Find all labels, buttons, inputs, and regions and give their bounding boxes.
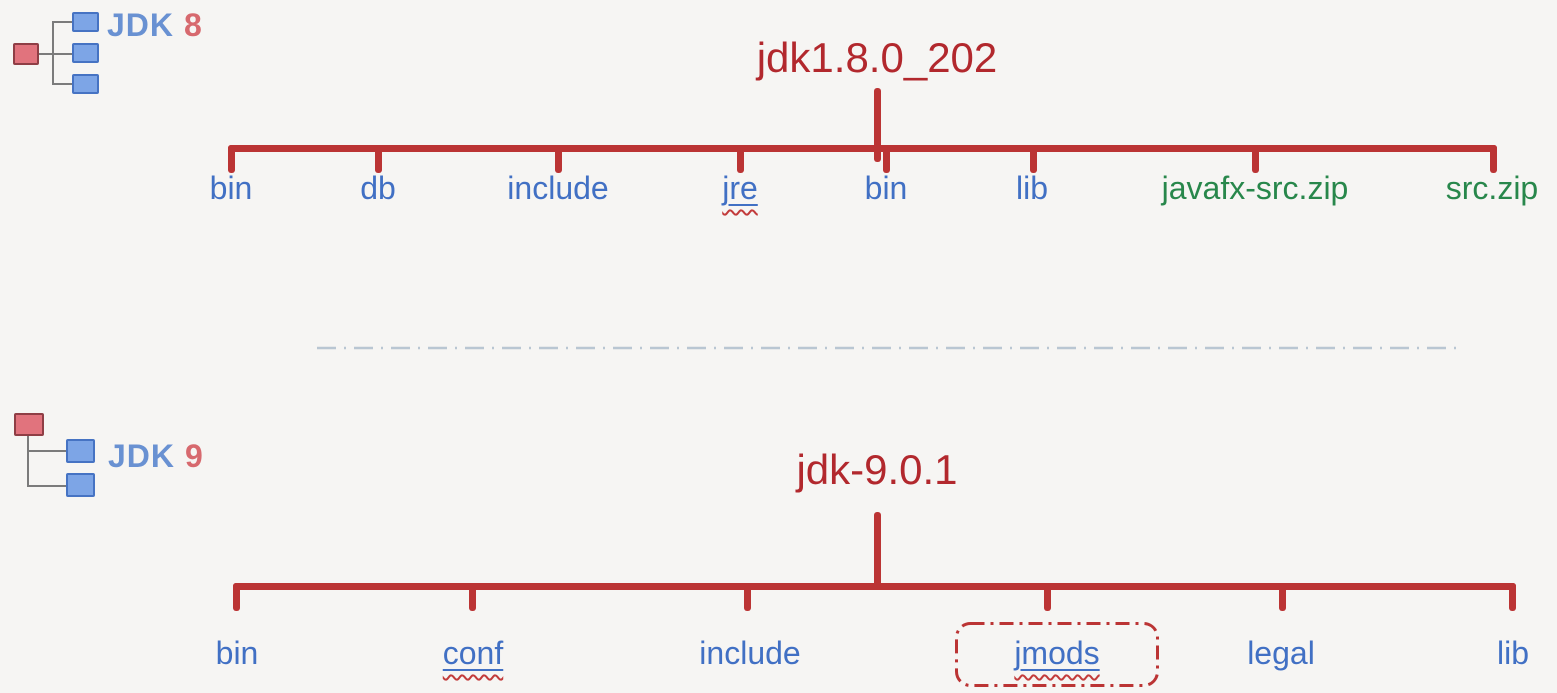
icon-connector-line <box>52 83 72 85</box>
jdk9-child-jmods: jmods <box>1014 635 1099 671</box>
jdk9-legend-name: JDK <box>108 438 176 474</box>
branch-tick <box>1030 145 1037 173</box>
icon-connector-line <box>52 21 72 23</box>
jdk8-child-src-zip: src.zip <box>1445 170 1539 206</box>
section-separator-line <box>317 346 1461 350</box>
jdk8-root-label: jdk1.8.0_202 <box>756 34 998 81</box>
jdk9-legend-version: 9 <box>185 438 204 474</box>
jdk9-child-lib: lib <box>1496 635 1530 671</box>
jdk8-legend-version: 8 <box>184 7 203 43</box>
underlined-text: jmods <box>1014 635 1099 671</box>
jdk9-branch-bar <box>233 583 1516 590</box>
icon-child-node <box>66 473 95 497</box>
spellcheck-squiggle-text: jre <box>722 170 758 206</box>
jdk8-trunk-line <box>874 88 881 162</box>
branch-tick <box>883 145 890 173</box>
icon-connector-line <box>52 21 54 84</box>
icon-child-node <box>72 74 99 94</box>
branch-tick <box>1509 583 1516 611</box>
icon-connector-line <box>27 485 66 487</box>
jdk8-child-include: include <box>507 170 609 206</box>
branch-tick <box>1279 583 1286 611</box>
jdk8-child-bin: bin <box>209 170 253 206</box>
jdk8-child-javafx-src-zip: javafx-src.zip <box>1161 170 1349 206</box>
jdk9-org-tree-icon <box>10 408 110 503</box>
spellcheck-squiggle-text: jmods <box>1014 635 1100 671</box>
branch-tick <box>228 145 235 173</box>
jdk9-child-legal: legal <box>1247 635 1315 671</box>
branch-tick <box>744 583 751 611</box>
jdk8-child-bin2: bin <box>864 170 908 206</box>
spellcheck-squiggle-text: conf <box>442 635 504 671</box>
icon-root-node <box>13 43 39 65</box>
jdk9-child-bin: bin <box>215 635 259 671</box>
branch-tick <box>375 145 382 173</box>
jdk8-child-jre: jre <box>722 170 758 206</box>
icon-connector-line <box>38 53 72 55</box>
branch-tick <box>233 583 240 611</box>
branch-tick <box>737 145 744 173</box>
icon-child-node <box>72 12 99 32</box>
jdk8-legend-name: JDK <box>107 7 175 43</box>
branch-tick <box>469 583 476 611</box>
icon-child-node <box>72 43 99 63</box>
icon-connector-line <box>27 450 66 452</box>
jdk8-child-db: db <box>360 170 396 206</box>
jdk9-trunk-line <box>874 512 881 588</box>
icon-connector-line <box>27 435 29 487</box>
underlined-text: jre <box>722 170 758 206</box>
jdk9-child-conf: conf <box>443 635 503 671</box>
jmods-highlight-box <box>955 622 1159 687</box>
jdk9-child-include: include <box>699 635 801 671</box>
branch-tick <box>1252 145 1259 173</box>
jdk8-org-tree-icon <box>10 8 110 100</box>
icon-root-node <box>14 413 44 436</box>
underlined-text: conf <box>443 635 503 671</box>
icon-child-node <box>66 439 95 463</box>
jdk8-child-lib: lib <box>1015 170 1049 206</box>
jdk9-root-label: jdk-9.0.1 <box>796 446 958 493</box>
branch-tick <box>555 145 562 173</box>
branch-tick <box>1490 145 1497 173</box>
branch-tick <box>1044 583 1051 611</box>
jdk8-branch-bar <box>228 145 1497 152</box>
